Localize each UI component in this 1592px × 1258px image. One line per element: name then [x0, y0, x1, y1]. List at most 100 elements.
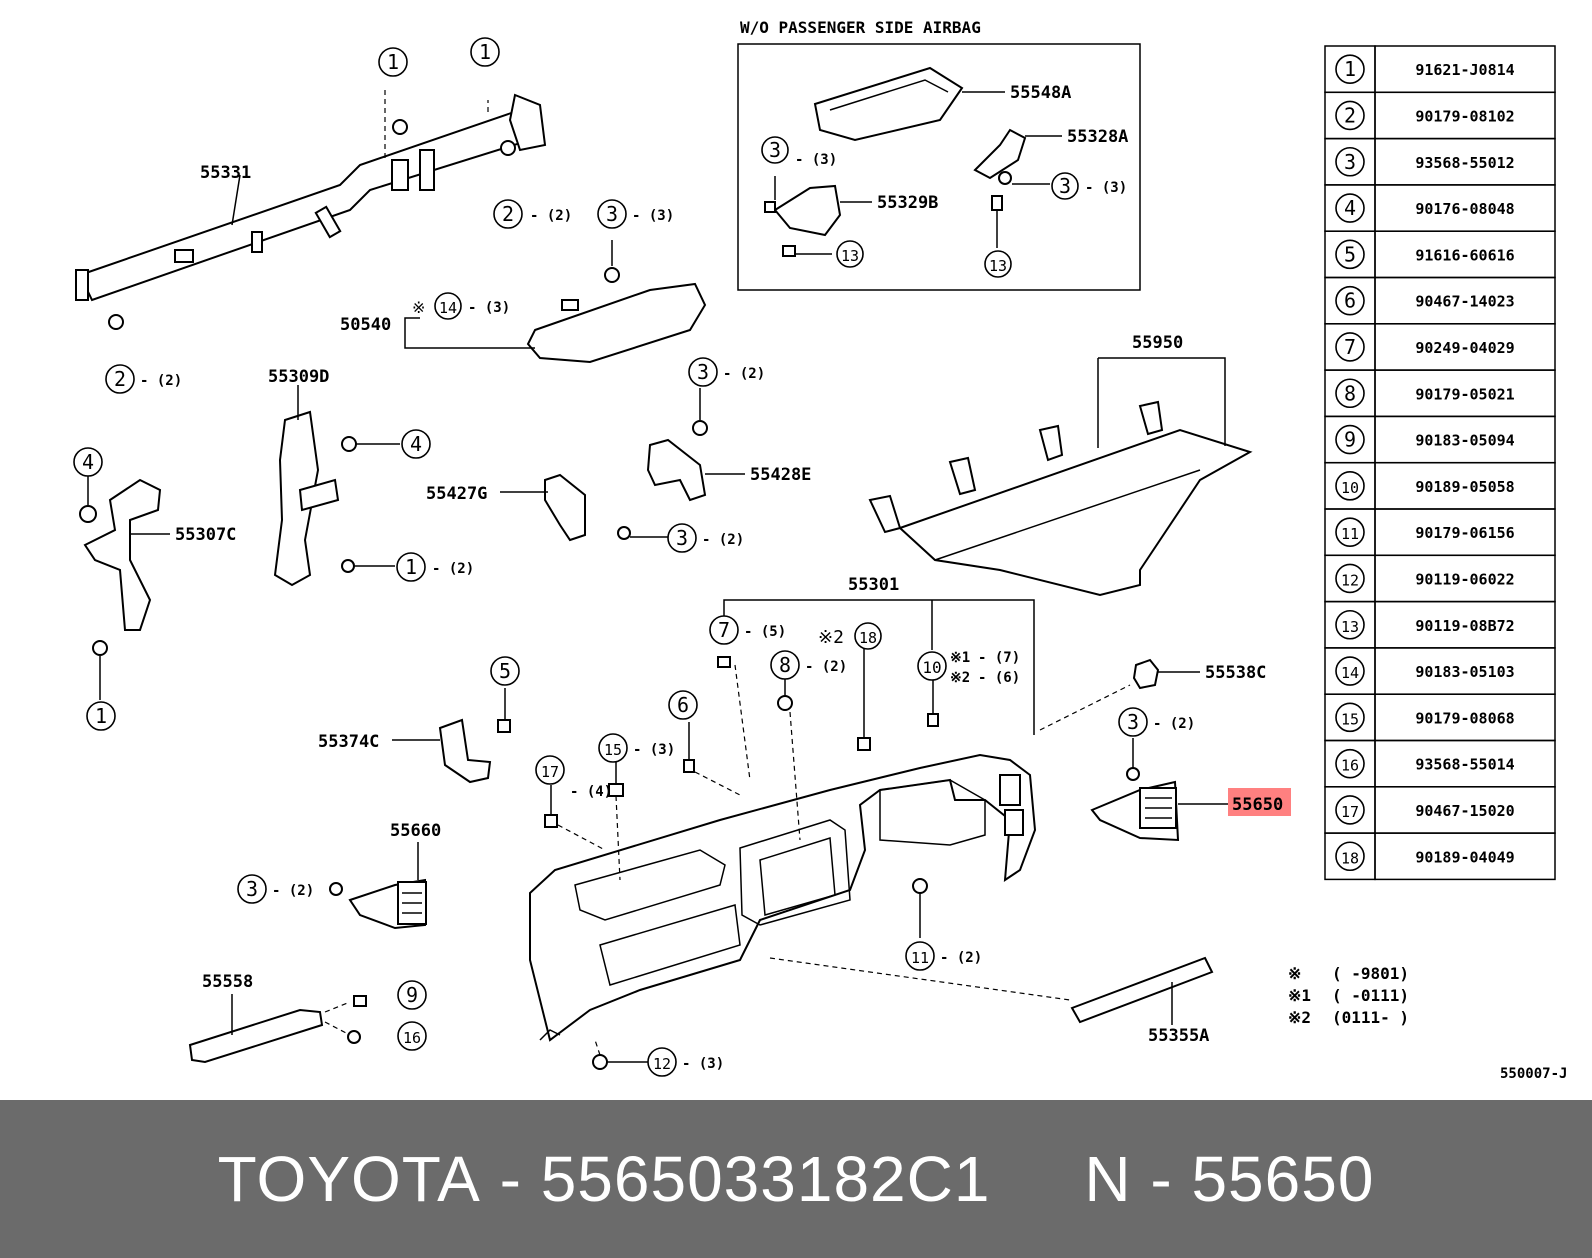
callout-2-bar-right: 2 - (2)	[493, 199, 572, 229]
table-row-number: 11	[1341, 525, 1359, 543]
svg-text:12: 12	[653, 1055, 671, 1073]
table-row-part-number: 90119-06022	[1415, 570, 1514, 588]
part-55355A-shape	[769, 956, 1214, 1025]
part-55331-shape	[75, 90, 547, 330]
svg-text:- (2): - (2)	[805, 659, 847, 675]
callout-8: 8 - (2)	[770, 650, 847, 680]
footer-bar: TOYOTA - 5565033182C1 N - 55650	[0, 1100, 1592, 1258]
label-55428E: 55428E	[750, 465, 811, 485]
svg-text:14: 14	[439, 299, 457, 317]
callout-12: 12 - (3)	[647, 1047, 724, 1077]
svg-text:(0111- ): (0111- )	[1332, 1008, 1409, 1027]
svg-text:- (7): - (7)	[978, 650, 1020, 666]
callout-1-55309D: 1 - (2)	[396, 552, 474, 582]
part-55428E-shape	[646, 388, 745, 502]
svg-text:9: 9	[406, 983, 418, 1007]
table-row-part-number: 90467-15020	[1415, 802, 1514, 820]
table-row-number: 15	[1341, 710, 1359, 728]
table-row: 11 90179-06156	[1324, 508, 1556, 557]
callout-1-55307C: 1	[86, 701, 116, 731]
callout-3-inset-right: 3 - (3)	[1051, 172, 1127, 200]
svg-text:3: 3	[1127, 710, 1139, 734]
table-row-part-number: 90249-04029	[1415, 339, 1514, 357]
svg-text:- (2): - (2)	[272, 883, 314, 899]
callout-3-inset-left: 3 - (3)	[761, 136, 837, 168]
table-row-part-number: 90183-05094	[1415, 432, 1514, 450]
label-50540: 50540	[340, 315, 391, 335]
svg-text:13: 13	[989, 257, 1007, 275]
svg-text:6: 6	[677, 693, 689, 717]
svg-text:1: 1	[387, 50, 399, 74]
svg-text:- (2): - (2)	[530, 208, 572, 224]
table-row-number: 3	[1344, 150, 1356, 174]
label-55538C: 55538C	[1205, 663, 1266, 683]
callout-2-bar-left: 2 - (2)	[105, 364, 182, 394]
part-55538C-shape	[1132, 658, 1200, 690]
table-row-number: 18	[1341, 849, 1359, 867]
table-row-part-number: 90189-05058	[1415, 478, 1514, 496]
table-row-number: 4	[1344, 196, 1356, 220]
label-55355A: 55355A	[1148, 1026, 1209, 1046]
svg-text:- (2): - (2)	[723, 366, 765, 382]
part-55309D-shape	[273, 385, 400, 587]
svg-text:- (2): - (2)	[140, 373, 182, 389]
part-55650-shape	[1090, 738, 1228, 842]
svg-text:7: 7	[718, 618, 730, 642]
parts-diagram: W/O PASSENGER SIDE AIRBAG 55548A 55328A …	[73, 18, 1567, 1082]
footer-sep-2: -	[1131, 1143, 1192, 1215]
svg-text:11: 11	[911, 949, 929, 967]
svg-text:3: 3	[606, 202, 618, 226]
footer-brand: TOYOTA	[217, 1143, 481, 1215]
callout-13-inset-left: 13	[836, 240, 864, 268]
table-row: 18 90189-04049	[1324, 832, 1556, 881]
svg-text:( -0111): ( -0111)	[1332, 986, 1409, 1005]
table-row-part-number: 90189-04049	[1415, 848, 1514, 866]
table-row-part-number: 90179-06156	[1415, 524, 1514, 542]
callout-10: 10 ※1 - (7) ※2 - (6)	[917, 650, 1020, 686]
svg-text:3: 3	[1059, 174, 1071, 198]
svg-text:3: 3	[246, 877, 258, 901]
svg-text:1: 1	[95, 704, 107, 728]
part-55660-shape	[329, 842, 427, 930]
svg-text:※2: ※2	[1288, 1008, 1311, 1027]
svg-text:- (3): - (3)	[468, 300, 510, 316]
svg-text:- (3): - (3)	[632, 208, 674, 224]
part-55548A-shape	[813, 66, 1005, 142]
footer-sep-1: -	[480, 1143, 541, 1215]
table-row-number: 2	[1344, 103, 1356, 127]
part-55307C-shape	[79, 476, 170, 700]
footer-n-value: 55650	[1191, 1143, 1375, 1215]
footer-part-number: 5565033182C1	[540, 1143, 991, 1215]
part-55374C-shape	[392, 688, 511, 784]
callout-3-55428E: 3 - (2)	[688, 357, 765, 387]
callout-1-top-left: 1	[378, 47, 408, 77]
part-55329B-shape	[764, 176, 872, 257]
table-row-part-number: 93568-55014	[1415, 756, 1514, 774]
svg-text:16: 16	[403, 1029, 421, 1047]
part-50540-shape	[404, 240, 707, 364]
svg-text:- (3): - (3)	[682, 1056, 724, 1072]
label-55558: 55558	[202, 972, 253, 992]
part-55950-shape	[868, 357, 1253, 597]
svg-text:2: 2	[114, 367, 126, 391]
table-row-part-number: 90183-05103	[1415, 663, 1514, 681]
callout-4-55307C: 4	[73, 447, 103, 477]
svg-text:※1: ※1	[950, 650, 970, 666]
label-55660: 55660	[390, 821, 441, 841]
svg-text:- (2): - (2)	[940, 950, 982, 966]
callout-16: 16	[397, 1021, 427, 1051]
label-55950: 55950	[1132, 333, 1183, 353]
inset-frame	[737, 43, 1141, 291]
svg-text:8: 8	[779, 653, 791, 677]
svg-text:- (5): - (5)	[744, 624, 786, 640]
highlight-55650	[1228, 788, 1291, 816]
label-55548A: 55548A	[1010, 83, 1071, 103]
part-55558-shape	[188, 994, 367, 1064]
label-55309D: 55309D	[268, 367, 329, 387]
